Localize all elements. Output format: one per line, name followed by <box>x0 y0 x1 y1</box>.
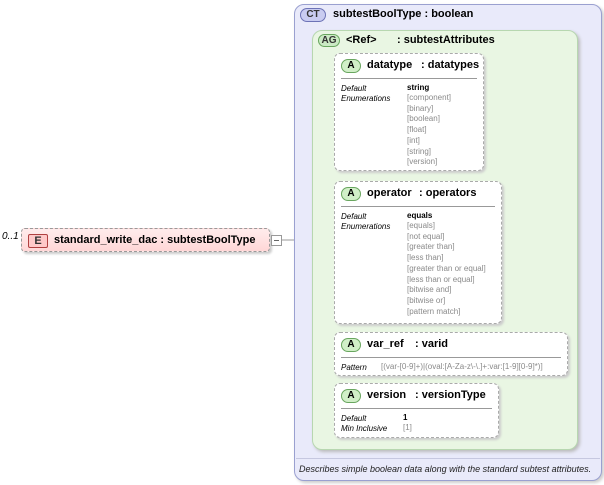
enum-value: [bitwise and] <box>407 285 452 295</box>
attribute-group-name: : subtestAttributes <box>397 34 495 46</box>
attribute-badge: A <box>341 389 361 403</box>
attribute-version[interactable]: A version : versionType Default 1 Min In… <box>334 383 499 438</box>
pattern-text: [(var-[0-9]+)|(oval:[A-Za-z\-\.]+:var:[1… <box>381 362 543 371</box>
enum-value: [less than or equal] <box>407 274 475 284</box>
attribute-group-badge: AG <box>318 34 340 47</box>
prop-label-enumerations: Enumerations <box>341 222 391 231</box>
min-inclusive-value: [1] <box>403 423 412 432</box>
prop-value-default: string <box>407 83 429 94</box>
enum-value: [not equal] <box>407 231 445 241</box>
complex-type-documentation: Describes simple boolean data along with… <box>299 464 592 474</box>
attribute-badge: A <box>341 59 361 73</box>
enum-value: [bitwise or] <box>407 295 446 305</box>
attribute-type: : operators <box>419 187 477 199</box>
default-value: string <box>407 83 430 92</box>
enum-value: [equals] <box>407 221 436 230</box>
prop-label-default: Default <box>341 414 367 423</box>
element-label: standard_write_dac : subtestBoolType <box>54 234 256 246</box>
attribute-type: : datatypes <box>421 59 480 71</box>
attribute-divider <box>341 206 495 207</box>
attribute-type: : varid <box>415 338 449 350</box>
enum-value: [string] <box>407 146 432 156</box>
enum-value: [boolean] <box>407 114 440 124</box>
enum-value: [less than] <box>407 253 444 263</box>
default-value: 1 <box>403 413 408 422</box>
default-value: equals <box>407 211 433 220</box>
element-node[interactable]: E standard_write_dac : subtestBoolType <box>21 228 282 252</box>
enumeration-list: [equals] [not equal] [greater than] [les… <box>407 221 486 317</box>
attribute-divider <box>341 408 492 409</box>
attribute-type: : versionType <box>415 389 486 401</box>
expand-toggle-icon[interactable] <box>271 235 285 247</box>
enum-value: [int] <box>407 135 420 145</box>
cardinality-label: 0..1 <box>2 231 19 242</box>
attribute-name: operator <box>367 187 412 199</box>
attribute-badge: A <box>341 187 361 201</box>
enumeration-list: [component] [binary] [boolean] [float] [… <box>407 93 451 168</box>
attribute-datatype[interactable]: A datatype : datatypes Default string En… <box>334 53 484 171</box>
attribute-divider <box>341 78 477 79</box>
attribute-name: datatype <box>367 59 413 71</box>
enum-value: [binary] <box>407 103 434 113</box>
enum-value: [version] <box>407 157 438 167</box>
attribute-var-ref[interactable]: A var_ref : varid Pattern [(var-[0-9]+)|… <box>334 332 568 376</box>
prop-value-default: 1 <box>403 413 407 424</box>
element-badge: E <box>28 234 48 248</box>
prop-value-default: equals <box>407 211 432 222</box>
attribute-divider <box>341 357 561 358</box>
attribute-name: var_ref <box>367 338 404 350</box>
enum-value: [component] <box>407 93 452 102</box>
attribute-group-ref: <Ref> <box>346 34 377 46</box>
prop-label-default: Default <box>341 212 367 221</box>
prop-label-min-inclusive: Min Inclusive <box>341 424 388 433</box>
prop-label-default: Default <box>341 84 367 93</box>
attribute-badge: A <box>341 338 361 352</box>
complex-type-badge: CT <box>300 8 326 22</box>
enum-value: [greater than] <box>407 242 455 252</box>
complex-type-label: subtestBoolType : boolean <box>333 8 474 20</box>
attribute-operator[interactable]: A operator : operators Default equals En… <box>334 181 502 324</box>
prop-label-enumerations: Enumerations <box>341 94 391 103</box>
enum-value: [greater than or equal] <box>407 263 486 273</box>
pattern-value: [(var-[0-9]+)|(oval:[A-Za-z\-\.]+:var:[1… <box>381 362 543 373</box>
documentation-divider <box>296 458 600 459</box>
prop-label-pattern: Pattern <box>341 363 367 372</box>
enum-value: [pattern match] <box>407 306 461 316</box>
prop-value-min-inclusive: [1] <box>403 423 412 434</box>
enum-value: [float] <box>407 125 427 135</box>
attribute-name: version <box>367 389 407 401</box>
